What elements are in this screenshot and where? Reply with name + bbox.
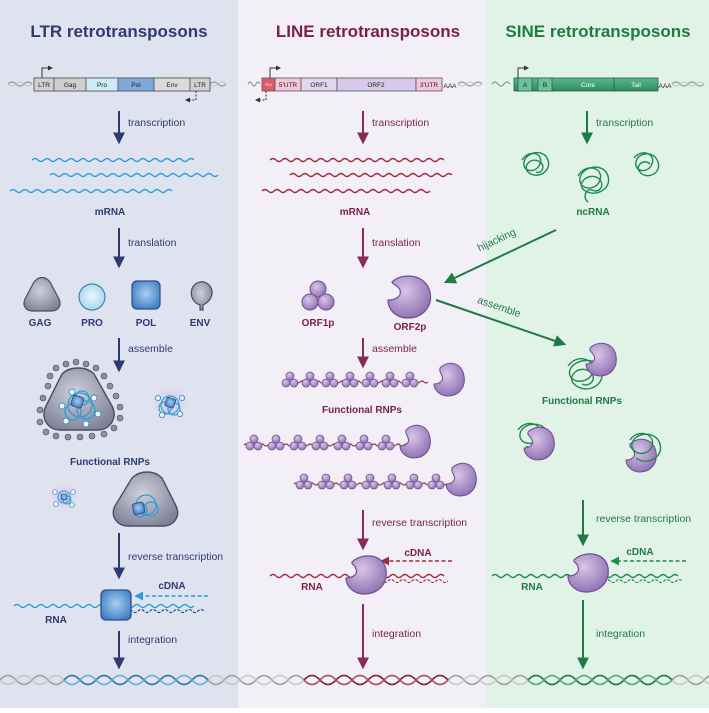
- sine-rna-label: RNA: [521, 582, 543, 593]
- line-rt-complex: cDNA RNA: [269, 548, 452, 595]
- ltr-rna-label: RNA: [45, 615, 67, 626]
- ltr-functional-rnp-large: [36, 358, 124, 441]
- line-transcription-label: transcription: [372, 117, 429, 129]
- ltr-translation-label: translation: [128, 237, 177, 249]
- orf1p-label: ORF1p: [302, 318, 335, 329]
- line-mrna-strands: [261, 157, 453, 194]
- env-label: ENV: [190, 318, 211, 329]
- svg-text:5'UTR: 5'UTR: [279, 82, 298, 89]
- pol-protein-icon: [131, 280, 161, 310]
- ltr-gene-ltr-right: [189, 77, 211, 92]
- ltr-rt-label: reverse transcription: [128, 551, 223, 563]
- orf2p-label: ORF2p: [394, 322, 427, 333]
- svg-text:AAA: AAA: [658, 83, 672, 90]
- ltr-mrna-strands: [9, 157, 219, 194]
- ltr-rt-complex: cDNA RNA: [13, 581, 208, 626]
- svg-text:AAA: AAA: [443, 83, 457, 90]
- sine-integration-label: integration: [596, 628, 645, 640]
- ltr-functional-rnp-small: [148, 382, 192, 426]
- ltr-assemble-label: assemble: [128, 343, 173, 355]
- sine-functional-rnp-3: [625, 432, 662, 473]
- line-assemble-label: assemble: [372, 343, 417, 355]
- line-gene-3utr: [415, 77, 443, 92]
- pro-protein-icon: [78, 283, 106, 311]
- sine-title: SINE retrotransposons: [505, 22, 690, 41]
- svg-text:Pro: Pro: [265, 82, 272, 87]
- line-rna-label: RNA: [301, 582, 323, 593]
- svg-text:LTR: LTR: [38, 82, 50, 89]
- sine-tss-arrow: [517, 65, 529, 78]
- svg-text:Tail: Tail: [631, 82, 641, 89]
- env-protein-icon: [190, 281, 213, 311]
- svg-text:ORF1: ORF1: [310, 82, 328, 89]
- sine-assemble-arrow: [435, 299, 567, 347]
- sine-functional-rnp-1: [567, 342, 617, 390]
- svg-text:B: B: [543, 82, 547, 89]
- sine-rt-label: reverse transcription: [596, 513, 691, 525]
- ltr-functional-rnp-large-2: [112, 471, 179, 527]
- line-tss-arrow: [269, 65, 281, 78]
- ltr-cdna-label: cDNA: [158, 581, 185, 592]
- genomic-dna-helix: [0, 674, 709, 686]
- line-rnp-chain-3: [293, 462, 477, 497]
- ltr-functional-rnps-label: Functional RNPs: [70, 457, 150, 468]
- sine-hijacking-arrow: [443, 229, 557, 284]
- line-rt-label: reverse transcription: [372, 517, 467, 529]
- ltr-proteins: GAG PRO POL ENV: [23, 276, 213, 329]
- sine-cdna-label: cDNA: [626, 547, 653, 558]
- orf2p-protein-icon: [387, 275, 432, 319]
- line-rnp-chain-2: [243, 424, 431, 459]
- ltr-transcription-label: transcription: [128, 117, 185, 129]
- line-antisense-arrow: [255, 91, 267, 103]
- svg-text:A: A: [523, 82, 528, 89]
- sine-functional-rnps-label: Functional RNPs: [542, 396, 622, 407]
- svg-text:Pro: Pro: [97, 82, 108, 89]
- svg-text:Env: Env: [166, 82, 178, 89]
- line-translation-label: translation: [372, 237, 421, 249]
- line-integration-label: integration: [372, 628, 421, 640]
- sine-gene-a: [517, 77, 533, 92]
- ltr-functional-rnp-small-2: [48, 481, 80, 513]
- ltr-antisense-arrow: [185, 91, 197, 103]
- pol-label: POL: [136, 318, 157, 329]
- line-functional-rnps-label: Functional RNPs: [322, 405, 402, 416]
- svg-text:Pol: Pol: [131, 82, 141, 89]
- ltr-integration-label: integration: [128, 634, 177, 646]
- line-gene-structure: Pro 5'UTR ORF1 ORF2 3'UTR AAA: [247, 65, 483, 103]
- line-proteins: ORF1p ORF2p: [301, 275, 432, 333]
- gag-protein-icon: [23, 276, 61, 312]
- sine-gene-structure: A B Core Tail AAA: [491, 65, 705, 92]
- orf1p-trimer-icon: [301, 280, 335, 311]
- svg-text:3'UTR: 3'UTR: [420, 82, 439, 89]
- ltr-gene-structure: LTR Gag Pro Pol Env LTR: [7, 65, 227, 103]
- ltr-title: LTR retrotransposons: [30, 22, 207, 41]
- ltr-tss-arrow: [41, 65, 53, 78]
- svg-text:Core: Core: [581, 82, 595, 89]
- pro-label: PRO: [81, 318, 103, 329]
- svg-text:LTR: LTR: [194, 82, 206, 89]
- sine-ncrna-tangles: [521, 152, 660, 203]
- svg-text:ORF2: ORF2: [367, 82, 385, 89]
- line-mrna-label: mRNA: [340, 207, 371, 218]
- sine-transcription-label: transcription: [596, 117, 653, 129]
- ltr-mrna-label: mRNA: [95, 207, 126, 218]
- line-title: LINE retrotransposons: [276, 22, 460, 41]
- line-rnp-chain-1: [281, 362, 465, 397]
- sine-gene-b: [537, 77, 553, 92]
- line-cdna-label: cDNA: [404, 548, 431, 559]
- sine-rt-complex: cDNA RNA: [491, 547, 686, 593]
- gag-label: GAG: [29, 318, 52, 329]
- svg-text:Gag: Gag: [64, 82, 77, 89]
- sine-ncrna-label: ncRNA: [576, 207, 609, 218]
- sine-functional-rnp-2: [517, 422, 555, 461]
